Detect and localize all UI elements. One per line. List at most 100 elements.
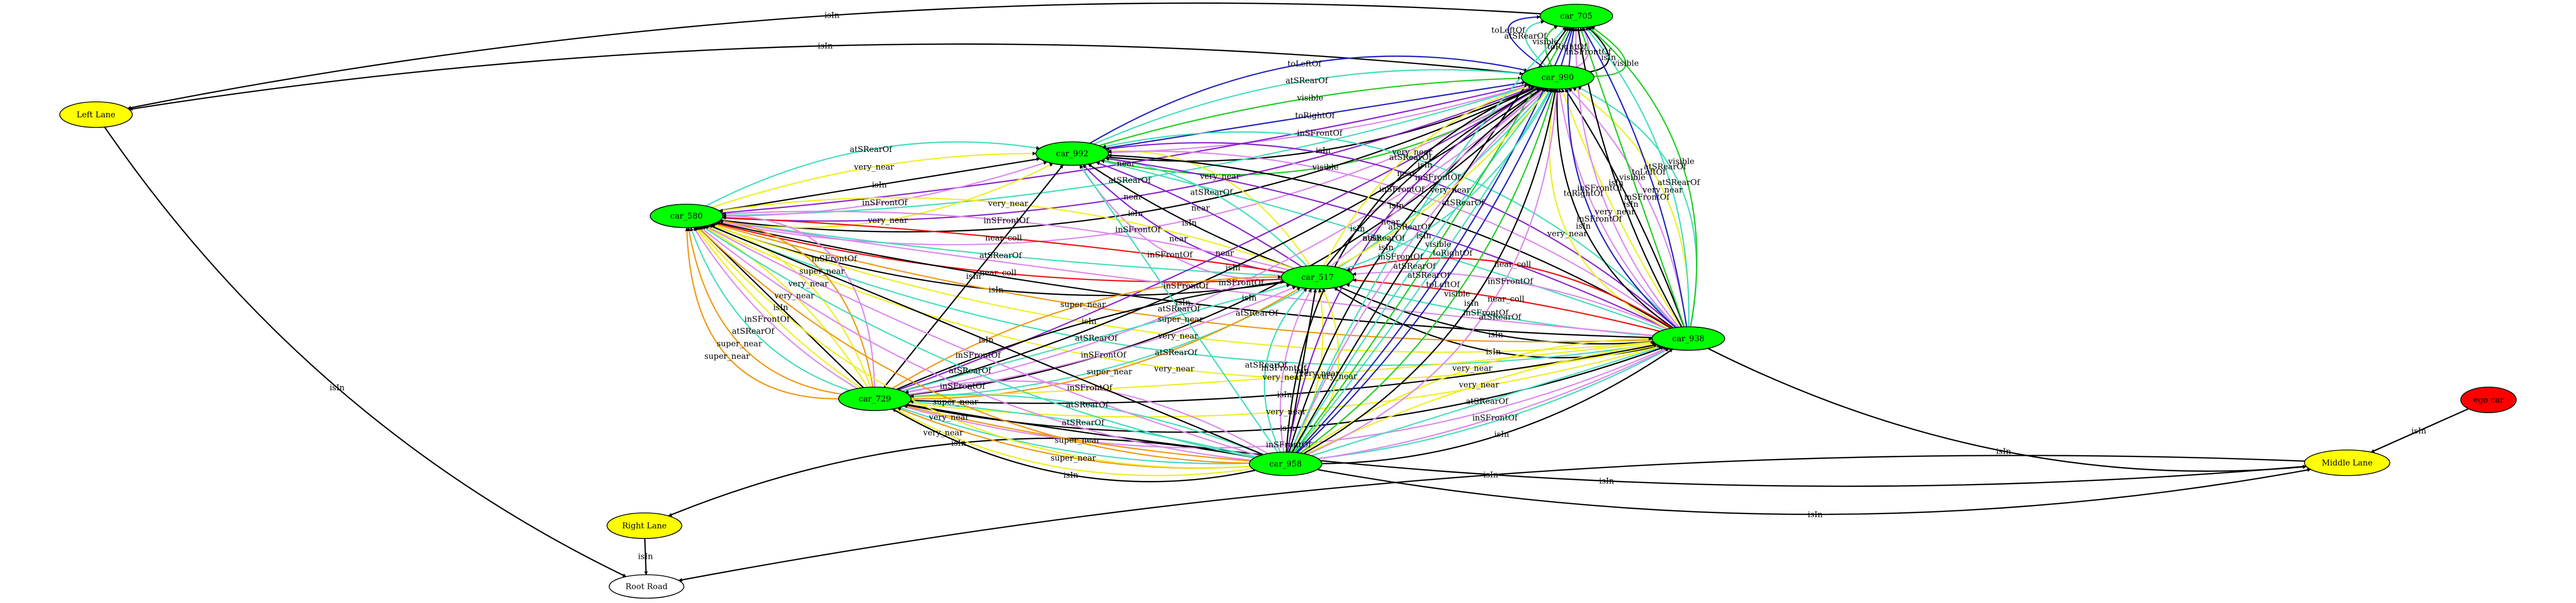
edge-label: isIn bbox=[1599, 476, 1614, 486]
edge-label: isIn bbox=[1808, 510, 1823, 519]
edge-label: very_near bbox=[1317, 371, 1358, 381]
edge-label: isIn bbox=[988, 285, 1003, 295]
edge-label: isIn bbox=[818, 41, 833, 51]
edge-car_958-car_990 bbox=[1299, 89, 1556, 454]
edge-car_958-car_517 bbox=[1291, 288, 1323, 453]
edge-label: toLeftOf bbox=[1632, 167, 1666, 177]
edge-car_990-car_705 bbox=[1544, 25, 1558, 66]
edge-car_958-middle_lane bbox=[1317, 468, 2311, 515]
edge-label: isIn bbox=[1601, 53, 1616, 62]
edge-car_938-car_990 bbox=[1558, 89, 1678, 328]
edge-label: inSFrontOf bbox=[1163, 281, 1209, 291]
node-label: ego car bbox=[2474, 395, 2505, 405]
edge-car_938-car_517 bbox=[1338, 286, 1654, 345]
edge-car_729-car_517 bbox=[908, 286, 1296, 395]
edge-label: inSFrontOf bbox=[1463, 308, 1509, 317]
edge-label: inSFrontOf bbox=[862, 198, 908, 207]
edge-label: isIn bbox=[1608, 178, 1623, 187]
node-label: Right Lane bbox=[622, 521, 667, 530]
edge-label: inSFrontOf bbox=[1297, 128, 1343, 138]
edge-car_958-car_580 bbox=[696, 227, 1250, 469]
edge-car_958-car_990 bbox=[1290, 87, 1546, 453]
node-layer: car_705car_990car_992car_580car_517car_9… bbox=[59, 4, 2517, 599]
edge-label: very_near bbox=[1265, 407, 1306, 416]
edge-car_580-car_992 bbox=[719, 163, 1054, 228]
edge-label: isIn bbox=[330, 383, 345, 392]
edge-car_705-left_lane bbox=[127, 2, 1541, 110]
edge-label: isIn bbox=[1063, 470, 1078, 480]
edge-label: near bbox=[1215, 248, 1234, 258]
edge-label: near bbox=[1123, 192, 1142, 202]
edge-car_517-car_990 bbox=[1326, 86, 1540, 267]
edge-label: inSFrontOf bbox=[955, 350, 1001, 360]
edge-label: inSFrontOf bbox=[1261, 363, 1307, 373]
node-ellipse bbox=[1249, 452, 1322, 476]
edge-label: isIn bbox=[1464, 299, 1479, 308]
node-car-705: car_705 bbox=[1540, 4, 1613, 28]
edge-label: isIn bbox=[773, 303, 788, 312]
edge-label: visible bbox=[1612, 58, 1639, 68]
edge-label: isIn bbox=[1315, 146, 1330, 155]
edge-car_958-car_729 bbox=[904, 405, 1251, 462]
edge-car_958-car_517 bbox=[1280, 288, 1312, 453]
edge-label: very_near bbox=[1452, 363, 1493, 373]
edge-label: near_coll bbox=[985, 233, 1022, 243]
edge-label: toLeftOf bbox=[1288, 59, 1322, 69]
edge-label: atSRearOf bbox=[1066, 400, 1109, 409]
edge-car_729-car_938 bbox=[911, 343, 1658, 404]
edge-label-layer: isInisInisInisInisInisInisInvisibleisIni… bbox=[330, 11, 2427, 561]
edge-car_958-car_705 bbox=[1290, 27, 1567, 453]
edge-label: isIn bbox=[1416, 231, 1431, 240]
edge-label: isIn bbox=[1242, 293, 1257, 302]
edge-label: super_near bbox=[1087, 367, 1133, 376]
node-ellipse bbox=[2460, 387, 2517, 413]
edge-car_958-car_705 bbox=[1295, 27, 1572, 453]
edge-label: isIn bbox=[1277, 390, 1292, 399]
edge-label: super_near bbox=[717, 339, 763, 348]
edge-car_938-car_990 bbox=[1561, 89, 1682, 328]
node-root-road: Root Road bbox=[609, 574, 684, 599]
node-car-729: car_729 bbox=[838, 387, 912, 411]
edge-label: inSFrontOf bbox=[1488, 276, 1534, 286]
edge-label: isIn bbox=[1225, 263, 1240, 272]
node-label: Root Road bbox=[625, 582, 667, 591]
edge-label: very_near bbox=[1642, 185, 1683, 195]
edge-label: isIn bbox=[1081, 317, 1096, 326]
edge-car_958-right_lane bbox=[668, 437, 1255, 517]
edge-car_958-car_990 bbox=[1307, 89, 1559, 455]
edge-label: isIn bbox=[1623, 199, 1638, 209]
edge-label: atSRearOf bbox=[949, 366, 992, 375]
node-ellipse bbox=[1521, 65, 1594, 90]
edge-left_lane-root_road bbox=[104, 126, 627, 577]
edge-car_938-car_990 bbox=[1549, 89, 1669, 329]
edge-label: visible bbox=[1296, 93, 1323, 103]
edge-label: atSRearOf bbox=[1393, 261, 1437, 271]
edge-car_958-car_990 bbox=[1297, 89, 1553, 454]
edge-car_729-car_580 bbox=[722, 214, 875, 388]
edge-car_938-car_992 bbox=[1105, 142, 1676, 328]
edge-car_729-car_990 bbox=[898, 87, 1541, 391]
node-ellipse bbox=[609, 574, 684, 599]
edge-label: inSFrontOf bbox=[1266, 440, 1312, 449]
edge-car_517-car_990 bbox=[1336, 88, 1549, 268]
edge-label: very_near bbox=[1458, 380, 1500, 390]
edge-label: atSRearOf bbox=[1389, 152, 1432, 162]
edge-car_938-car_705 bbox=[1582, 27, 1687, 327]
edge-car_580-car_992 bbox=[711, 151, 1036, 208]
edge-label: atSRearOf bbox=[1158, 304, 1201, 313]
node-right-lane: Right Lane bbox=[607, 512, 682, 539]
node-label: Middle Lane bbox=[2322, 458, 2372, 468]
edge-label: inSFrontOf bbox=[1379, 184, 1425, 194]
edge-car_517-car_990 bbox=[1343, 89, 1552, 270]
node-label: car_705 bbox=[1560, 11, 1593, 21]
edge-car_958-car_580 bbox=[705, 225, 1259, 457]
edge-label: isIn bbox=[638, 552, 653, 561]
edge-ego_car-middle_lane bbox=[2371, 408, 2469, 453]
edge-car_729-car_992 bbox=[883, 164, 1064, 388]
edge-car_517-car_990 bbox=[1330, 87, 1545, 267]
edge-car_958-car_729 bbox=[910, 400, 1257, 458]
edge-label: inSFrontOf bbox=[744, 315, 790, 324]
edge-label: isIn bbox=[1996, 446, 2011, 456]
edge-label: very_near bbox=[1154, 364, 1195, 373]
edge-label: super_near bbox=[1055, 436, 1100, 445]
